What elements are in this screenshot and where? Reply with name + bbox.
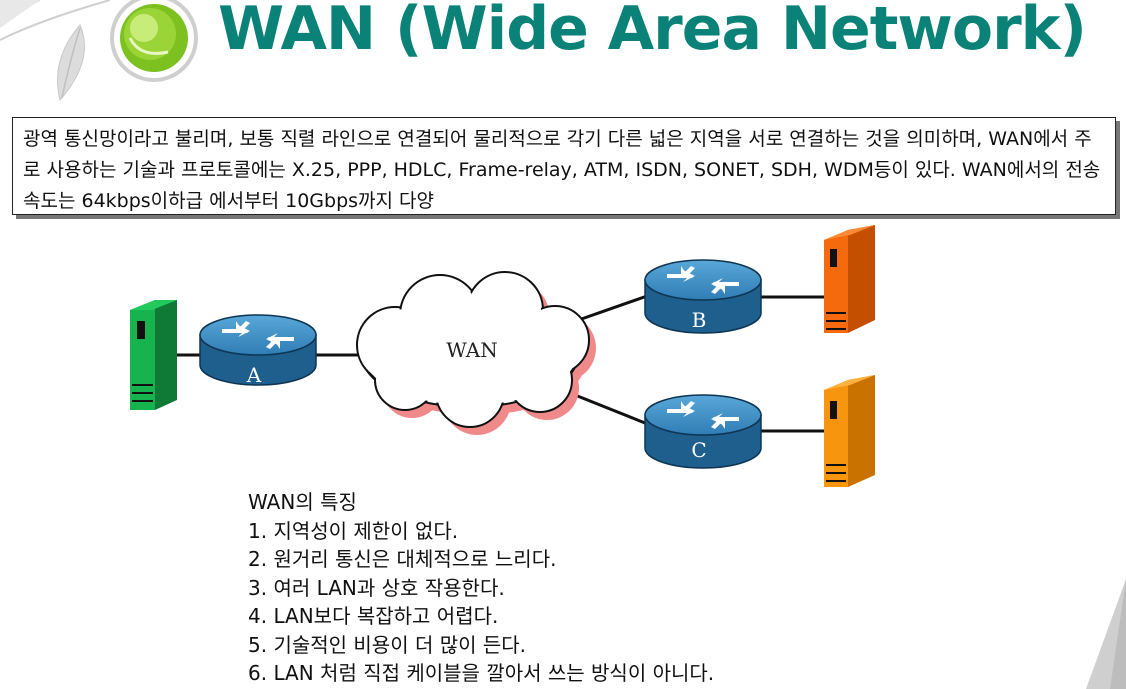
title-ornament [0, 0, 198, 102]
network-diagram: WAN A B C [130, 225, 875, 487]
router-c-icon: C [644, 394, 762, 469]
router-a-label: A [246, 363, 262, 387]
server-orange-icon [824, 225, 875, 333]
router-a-icon: A [199, 314, 317, 387]
feature-item: 6. LAN 처럼 직접 케이블을 깔아서 쓰는 방식이 아니다. [248, 661, 715, 685]
page-title: WAN (Wide Area Network) [218, 0, 1087, 64]
leaf-icon [57, 24, 85, 102]
wan-cloud-label: WAN [446, 338, 498, 362]
features-heading: WAN의 특징 [248, 490, 357, 514]
description-box: 광역 통신망이라고 불리며, 보통 직렬 라인으로 연결되어 물리적으로 각기 … [12, 117, 1116, 215]
corner-decoration [1086, 579, 1126, 689]
router-b-label: B [692, 308, 707, 332]
feature-item: 3. 여러 LAN과 상호 작용한다. [248, 575, 505, 600]
feature-item: 1. 지역성이 제한이 없다. [248, 518, 459, 543]
feature-item: 4. LAN보다 복잡하고 어렵다. [248, 604, 499, 628]
feature-item: 5. 기술적인 비용이 더 많이 든다. [248, 632, 527, 657]
server-amber-icon [824, 375, 875, 487]
server-green-icon [130, 300, 177, 410]
wan-cloud: WAN [356, 271, 596, 435]
features-list: WAN의 특징 1. 지역성이 제한이 없다. 2. 원거리 통신은 대체적으로… [248, 488, 714, 688]
router-b-icon: B [644, 259, 762, 334]
description-text: 광역 통신망이라고 불리며, 보통 직렬 라인으로 연결되어 물리적으로 각기 … [23, 128, 1101, 212]
feature-item: 2. 원거리 통신은 대체적으로 느리다. [248, 547, 557, 571]
router-c-label: C [691, 438, 706, 462]
connection-lines [175, 293, 826, 433]
